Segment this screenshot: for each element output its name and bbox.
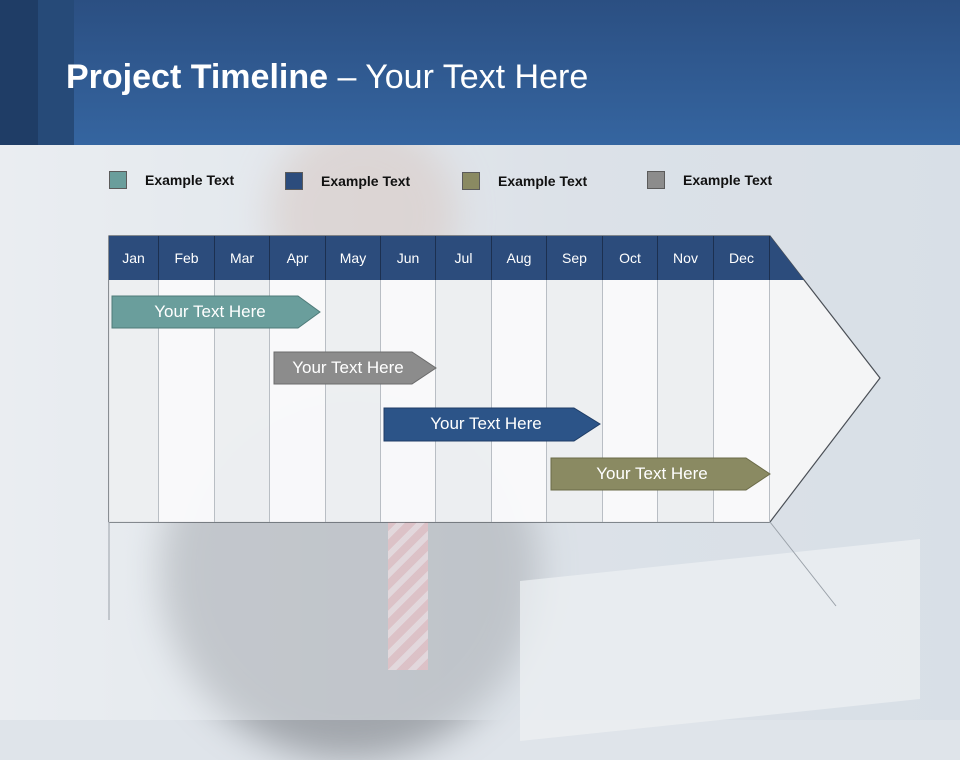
- task-arrow-1: [111, 295, 321, 329]
- month-label: May: [326, 236, 381, 280]
- month-label: Nov: [658, 236, 714, 280]
- legend-label: Example Text: [498, 173, 588, 189]
- month-label: Jan: [109, 236, 159, 280]
- task-label: Your Text Here: [292, 358, 404, 377]
- task-bar-2[interactable]: Your Text Here: [274, 352, 422, 384]
- title-bold: Project Timeline: [66, 58, 329, 96]
- month-label: Mar: [215, 236, 270, 280]
- legend-swatch: [647, 171, 665, 189]
- month-label: Jun: [381, 236, 436, 280]
- month-label: Aug: [492, 236, 547, 280]
- legend-item-2[interactable]: Example Text: [285, 172, 410, 190]
- legend-label: Example Text: [321, 173, 411, 189]
- task-arrow-4: [550, 457, 771, 491]
- month-label: Jul: [436, 236, 492, 280]
- month-label: Oct: [603, 236, 658, 280]
- task-bar-3[interactable]: Your Text Here: [384, 408, 588, 440]
- slide-header: Project Timeline – Your Text Here: [0, 0, 960, 145]
- legend-swatch: [462, 172, 480, 190]
- header-accent-strip: [0, 0, 38, 145]
- legend-swatch: [285, 172, 303, 190]
- grid-column-jun: [381, 280, 436, 522]
- legend-label: Example Text: [145, 172, 235, 188]
- task-arrow-2: [273, 351, 437, 385]
- task-label: Your Text Here: [430, 414, 542, 433]
- month-header-row: Jan Feb Mar Apr May Jun Jul Aug Sep Oct …: [109, 236, 770, 280]
- header-accent-strip-2: [38, 0, 74, 145]
- month-label: Feb: [159, 236, 215, 280]
- legend-item-1[interactable]: Example Text: [109, 171, 234, 189]
- month-label: Sep: [547, 236, 603, 280]
- month-label: Dec: [714, 236, 770, 280]
- task-arrows: [111, 295, 771, 491]
- presenter-tie: [388, 520, 428, 670]
- grid-column-may: [326, 280, 381, 522]
- task-bar-1[interactable]: Your Text Here: [112, 296, 308, 328]
- legend-item-3[interactable]: Example Text: [462, 172, 587, 190]
- task-bar-4[interactable]: Your Text Here: [551, 458, 753, 490]
- slide-title[interactable]: Project Timeline – Your Text Here: [66, 58, 588, 97]
- grid-column-aug: [492, 280, 547, 522]
- legend-swatch: [109, 171, 127, 189]
- timeline-arrow-head-header: [770, 236, 804, 280]
- month-label: Apr: [270, 236, 326, 280]
- legend-label: Example Text: [683, 172, 773, 188]
- task-label: Your Text Here: [596, 464, 708, 483]
- task-label: Your Text Here: [154, 302, 266, 321]
- grid-column-jul: [436, 280, 492, 522]
- task-arrow-3: [383, 407, 601, 442]
- legend-item-4[interactable]: Example Text: [647, 171, 772, 189]
- reflection-edge-right: [769, 521, 837, 607]
- title-rest: – Your Text Here: [328, 58, 589, 96]
